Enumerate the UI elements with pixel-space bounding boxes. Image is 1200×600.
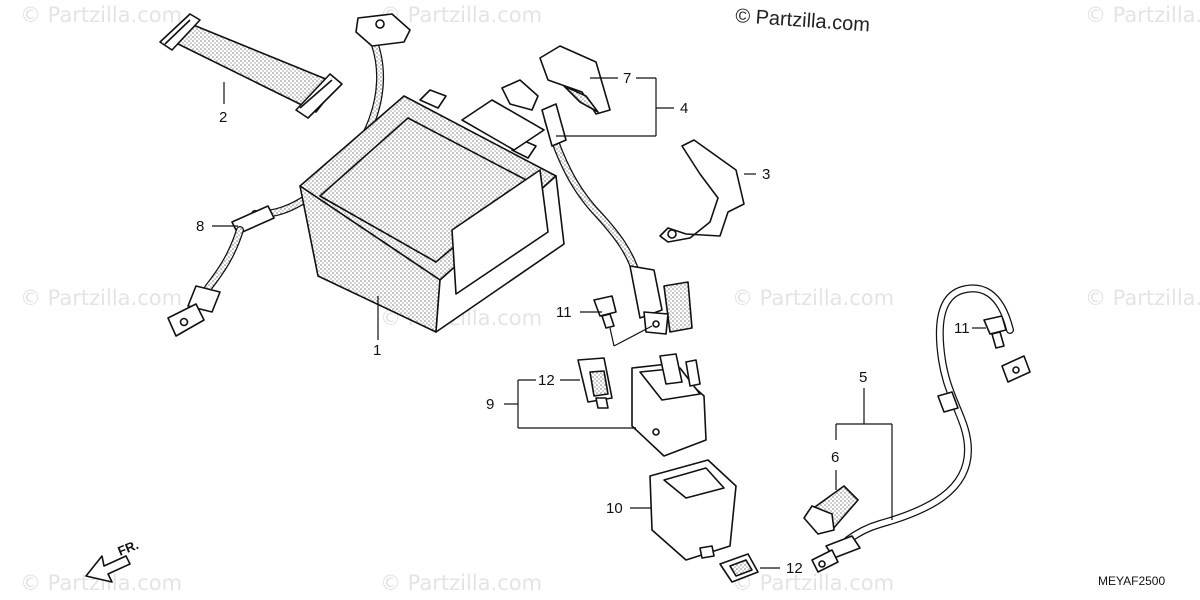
callout-12: 12 — [786, 560, 803, 577]
callout-2: 2 — [219, 109, 227, 126]
callout-1: 1 — [373, 342, 381, 359]
fuse-box-cover — [649, 459, 737, 561]
battery — [299, 89, 565, 333]
battery-bracket — [659, 139, 745, 243]
watermark: © Partzilla.com — [732, 286, 894, 310]
fuse — [577, 357, 613, 409]
bolt — [593, 295, 617, 329]
watermark: © Partzilla.com — [20, 3, 182, 27]
callout-7: 7 — [623, 70, 631, 87]
callout-10: 10 — [606, 500, 623, 517]
starter-cable — [811, 284, 1031, 573]
watermark: © Partzilla.com — [380, 3, 542, 27]
watermark: © Partzilla.com — [20, 286, 182, 310]
callout-8: 8 — [196, 218, 204, 235]
copyright-text: © Partzilla.com — [735, 5, 871, 36]
callouts: 2 8 1 7 4 3 11 12 9 10 5 6 11 12 — [196, 70, 970, 577]
callout-11: 11 — [954, 320, 970, 337]
battery-strap — [159, 13, 343, 119]
watermark: © Partzilla.com — [1085, 3, 1200, 27]
front-label: FR. — [116, 537, 141, 559]
positive-cable — [501, 79, 693, 335]
callout-11: 11 — [556, 304, 572, 321]
watermark: © Partzilla.com — [1085, 286, 1200, 310]
fuse — [719, 553, 759, 583]
watermark: © Partzilla.com — [732, 571, 894, 595]
diagram-code: MEYAF2500 — [1098, 574, 1165, 588]
callout-3: 3 — [762, 166, 770, 183]
callout-12: 12 — [538, 372, 555, 389]
watermark: © Partzilla.com — [380, 571, 542, 595]
bolt — [983, 315, 1007, 349]
fuse-box — [631, 353, 707, 457]
leader-lines — [212, 77, 986, 569]
callout-5: 5 — [859, 369, 867, 386]
callout-6: 6 — [831, 449, 839, 466]
front-direction-marker: FR. — [85, 537, 141, 583]
callout-4: 4 — [680, 100, 688, 117]
terminal-boot — [803, 485, 859, 535]
callout-9: 9 — [486, 396, 494, 413]
terminal-cover — [539, 45, 611, 115]
